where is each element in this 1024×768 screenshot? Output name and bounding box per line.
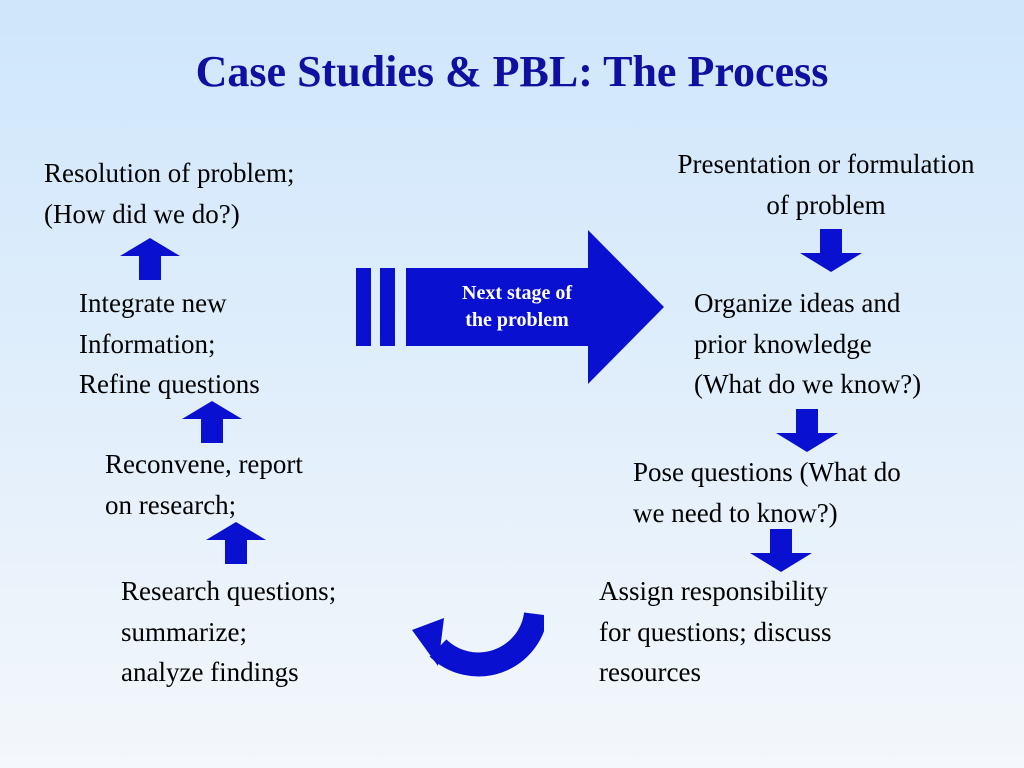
step-organize: Organize ideas and prior knowledge (What… <box>694 283 921 405</box>
step-presentation: Presentation or formulation of problem <box>638 144 1014 225</box>
step-resolution: Resolution of problem; (How did we do?) <box>44 153 294 234</box>
page-title: Case Studies & PBL: The Process <box>195 47 829 96</box>
up-arrow-icon <box>182 401 242 443</box>
step-line: for questions; discuss <box>599 616 832 647</box>
up-arrow-icon <box>206 522 266 564</box>
step-line: on research; <box>105 489 237 520</box>
step-line: analyze findings <box>121 657 299 687</box>
step-line: we need to know?) <box>633 497 838 528</box>
next-stage-arrow-icon <box>356 230 664 384</box>
step-pose: Pose questions (What do we need to know?… <box>633 452 901 533</box>
loop-arrow-icon <box>412 611 544 677</box>
step-line: Organize ideas and <box>694 288 901 318</box>
next-stage-line: Next stage of <box>462 282 572 304</box>
step-research: Research questions; summarize; analyze f… <box>121 571 336 693</box>
step-integrate: Integrate new Information; Refine questi… <box>79 283 260 405</box>
step-line: Resolution of problem; <box>44 158 295 188</box>
next-stage-line: the problem <box>465 309 569 331</box>
next-stage-label: Next stage of the problem <box>422 280 612 334</box>
step-line: Research questions; <box>121 576 337 606</box>
step-line: Integrate new <box>79 288 227 318</box>
down-arrow-icon <box>776 409 838 452</box>
step-line: Pose questions (What do <box>633 457 901 487</box>
up-arrow-icon <box>120 238 180 280</box>
down-arrow-icon <box>800 229 862 272</box>
step-line: (How did we do?) <box>44 198 240 229</box>
step-line: prior knowledge <box>694 328 872 359</box>
step-line: summarize; <box>121 616 247 647</box>
step-line: of problem <box>766 189 886 220</box>
step-line: Information; <box>79 328 216 359</box>
step-line: resources <box>599 657 701 687</box>
step-line: Assign responsibility <box>599 576 828 606</box>
step-line: Reconvene, report <box>105 449 303 479</box>
step-line: (What do we know?) <box>694 369 922 399</box>
step-line: Refine questions <box>79 369 260 399</box>
step-assign: Assign responsibility for questions; dis… <box>599 571 832 693</box>
step-line: Presentation or formulation <box>677 149 975 179</box>
step-reconvene: Reconvene, report on research; <box>105 444 303 525</box>
down-arrow-icon <box>750 529 812 572</box>
